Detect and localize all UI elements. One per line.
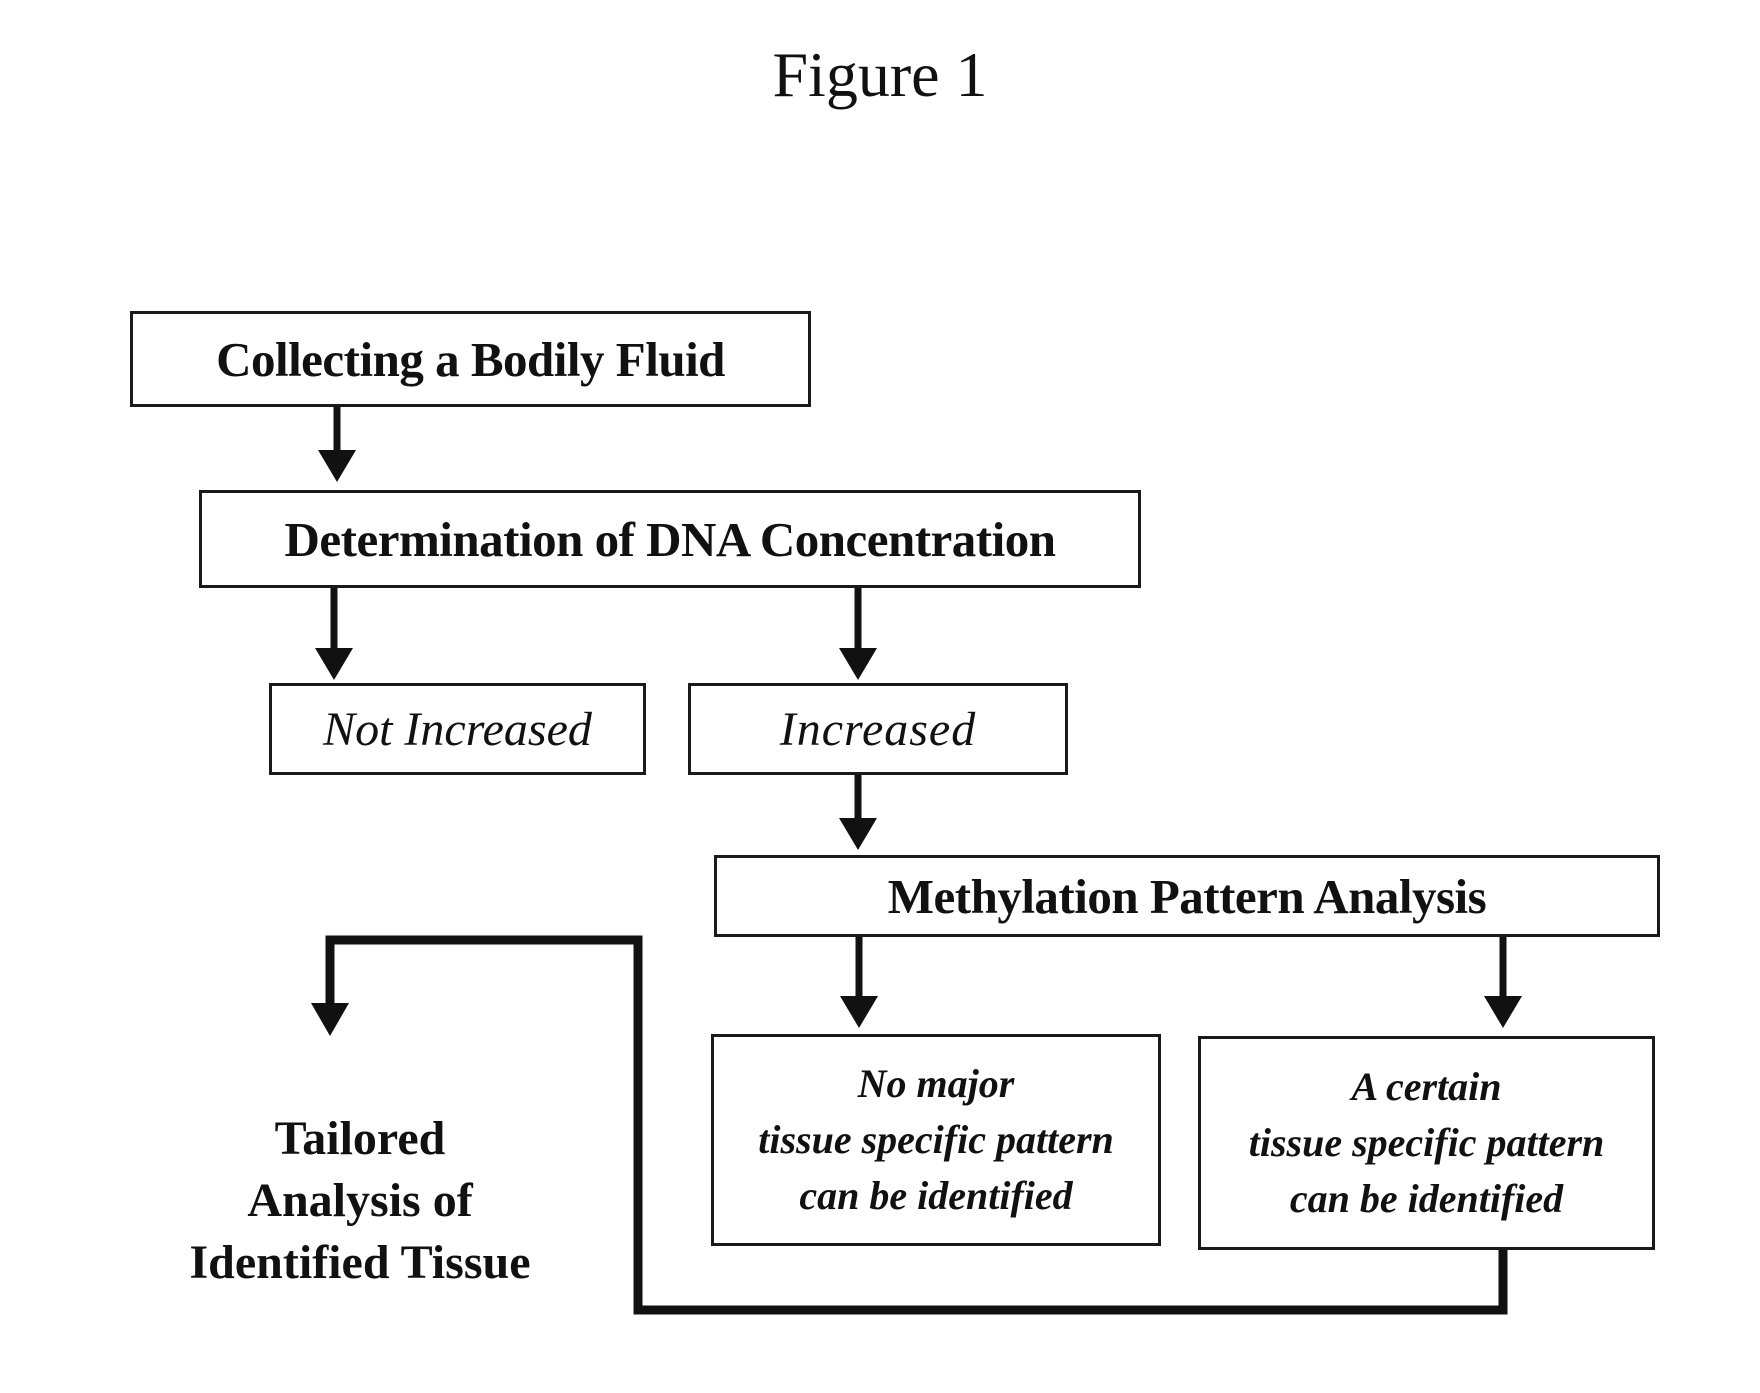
collect-bodily-fluid-box: Collecting a Bodily Fluid bbox=[130, 311, 811, 407]
dna-concentration-box: Determination of DNA Concentration bbox=[199, 490, 1141, 588]
arrow-increased-to-methylation bbox=[839, 773, 877, 850]
increased-box: Increased bbox=[688, 683, 1068, 775]
arrow-methylation-to-certain-pattern bbox=[1484, 934, 1522, 1028]
no-pattern-line-3: can be identified bbox=[799, 1168, 1072, 1224]
certain-pattern-line-2: tissue specific pattern bbox=[1249, 1115, 1605, 1171]
certain-pattern-line-1: A certain bbox=[1351, 1059, 1501, 1115]
certain-pattern-line-3: can be identified bbox=[1290, 1171, 1563, 1227]
tailored-line-1: Tailored bbox=[275, 1108, 446, 1170]
arrow-dna-to-increased bbox=[839, 586, 877, 680]
certain-pattern-box: A certain tissue specific pattern can be… bbox=[1198, 1036, 1655, 1250]
arrow-dna-to-not-increased bbox=[315, 586, 353, 680]
increased-label: Increased bbox=[780, 702, 976, 757]
no-pattern-line-2: tissue specific pattern bbox=[758, 1112, 1114, 1168]
arrow-collect-to-dna bbox=[318, 404, 356, 482]
tailored-analysis-text: Tailored Analysis of Identified Tissue bbox=[130, 1108, 590, 1294]
not-increased-box: Not Increased bbox=[269, 683, 646, 775]
no-pattern-box: No major tissue specific pattern can be … bbox=[711, 1034, 1161, 1246]
tailored-line-3: Identified Tissue bbox=[190, 1232, 531, 1294]
arrow-methylation-to-no-pattern bbox=[840, 934, 878, 1028]
no-pattern-line-1: No major bbox=[858, 1056, 1015, 1112]
not-increased-label: Not Increased bbox=[323, 702, 592, 757]
collect-bodily-fluid-label: Collecting a Bodily Fluid bbox=[216, 331, 725, 388]
dna-concentration-label: Determination of DNA Concentration bbox=[285, 511, 1056, 568]
methylation-analysis-box: Methylation Pattern Analysis bbox=[714, 855, 1660, 937]
tailored-line-2: Analysis of bbox=[247, 1170, 472, 1232]
methylation-analysis-label: Methylation Pattern Analysis bbox=[888, 868, 1486, 925]
